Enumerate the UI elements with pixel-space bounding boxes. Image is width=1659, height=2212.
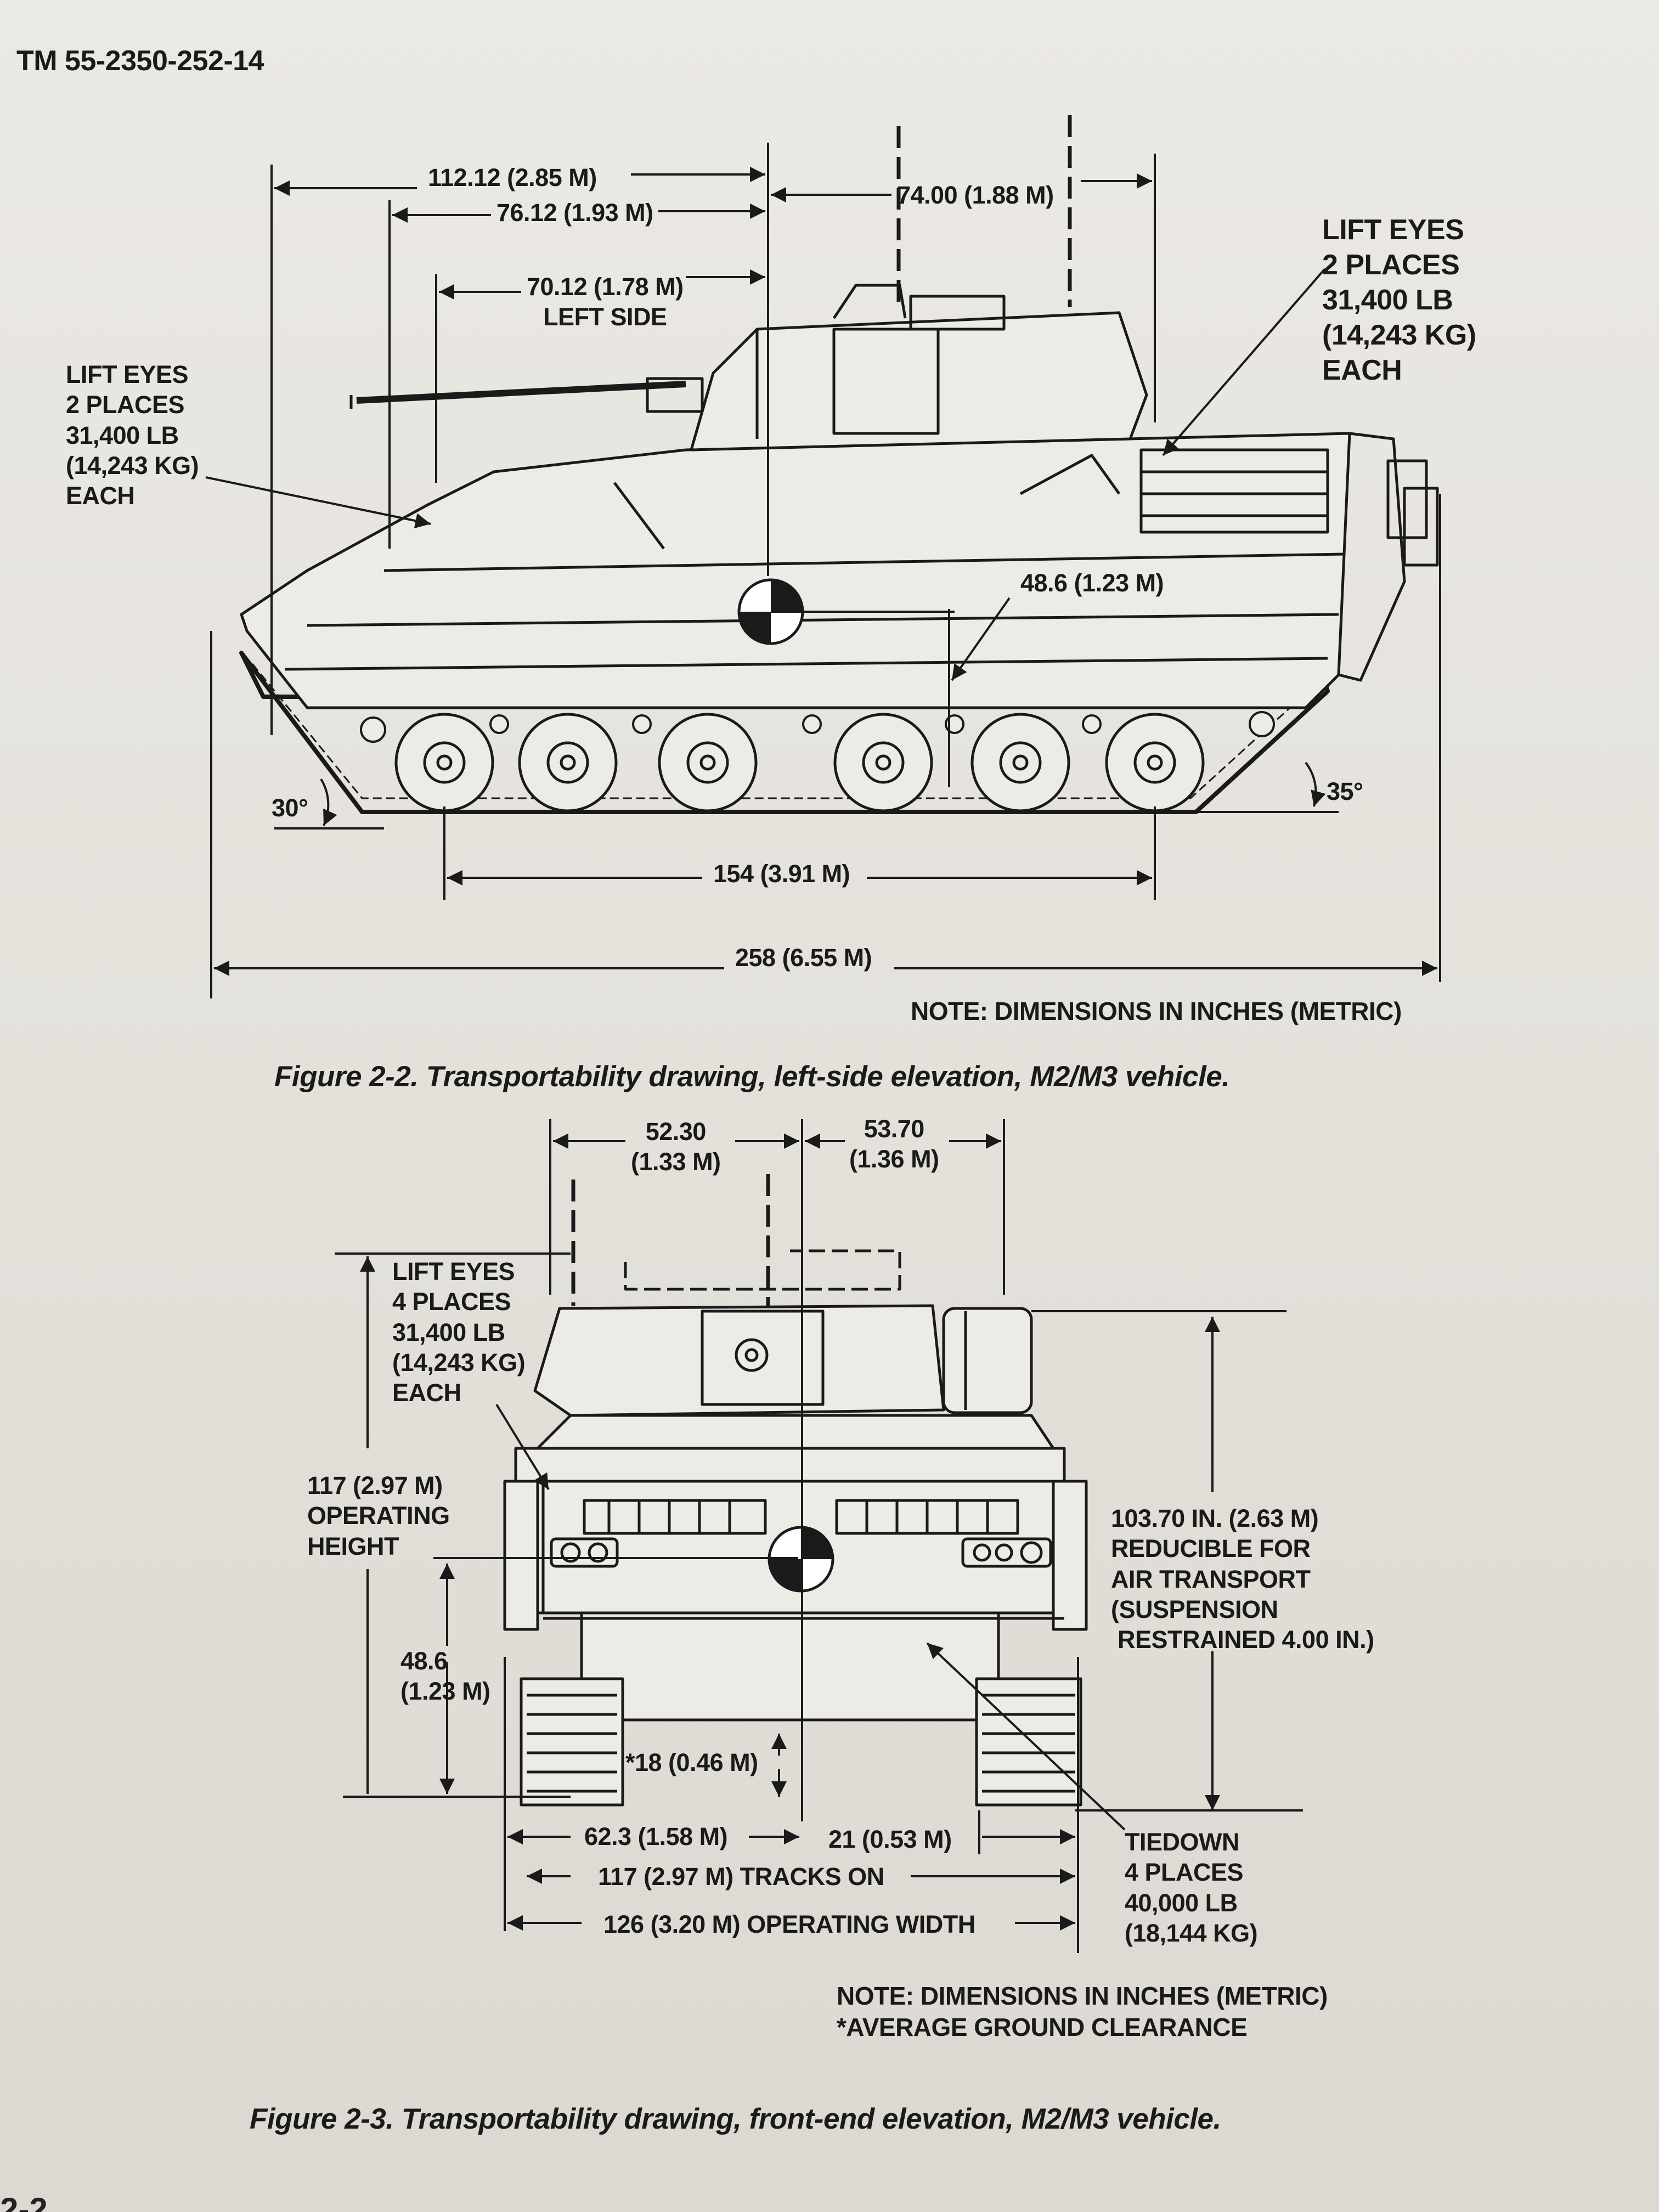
dim-left-side: 70.12 (1.78 M) LEFT SIDE (527, 273, 684, 331)
fig23-note: NOTE: DIMENSIONS IN INCHES (METRIC) *AVE… (837, 1982, 1328, 2041)
approach-angle: 30° (272, 794, 308, 822)
tiedown-label: TIEDOWN 4 PLACES 40,000 LB (18,144 KG) (1125, 1828, 1258, 1948)
lift-eyes-right-label: LIFT EYES 2 PLACES 31,400 LB (14,243 KG)… (1322, 214, 1476, 386)
dim-half-track: 62.3 (1.58 M) (584, 1822, 728, 1850)
fig22-caption: Figure 2-2. Transportability drawing, le… (274, 1060, 1230, 1093)
left-track (520, 1677, 624, 1807)
page-number: 2-2 (0, 2191, 48, 2212)
side-view-vehicle (239, 284, 1439, 814)
tracks-on-label: 117 (2.97 M) TRACKS ON (598, 1863, 884, 1891)
dim-left-half: 52.30 (1.33 M) (631, 1118, 721, 1176)
turret (690, 311, 1148, 452)
front-dimension-lines (335, 1119, 1303, 1953)
right-track (975, 1677, 1082, 1807)
cg-height-side: 48.6 (1.23 M) (1020, 569, 1164, 597)
hull (240, 432, 1351, 709)
dim-wheelbase: 154 (3.91 M) (713, 860, 850, 888)
lift-eyes-front-label: LIFT EYES 4 PLACES 31,400 LB (14,243 KG)… (392, 1257, 526, 1407)
cg-height-front: 48.6 (1.23 M) (400, 1647, 490, 1706)
operating-height-label: 117 (2.97 M) OPERATING HEIGHT (307, 1471, 450, 1560)
ground-clearance-label: *18 (0.46 M) (625, 1748, 758, 1776)
road-wheels (394, 713, 1205, 812)
fig22-note: NOTE: DIMENSIONS IN INCHES (METRIC) (911, 997, 1402, 1025)
lift-eyes-left-label: LIFT EYES 2 PLACES 31,400 LB (14,243 KG)… (66, 360, 199, 510)
side-dimension-lines (205, 115, 1441, 998)
dim-cg-to-rear: 74.00 (1.88 M) (897, 181, 1054, 209)
document-id: TM 55-2350-252-14 (16, 45, 264, 77)
main-gun (356, 381, 686, 404)
front-turret (533, 1304, 945, 1417)
air-transport-label: 103.70 IN. (2.63 M) REDUCIBLE FOR AIR TR… (1111, 1504, 1374, 1654)
dim-overall-length: 112.12 (2.85 M) (428, 163, 597, 191)
operating-width-label: 126 (3.20 M) OPERATING WIDTH (603, 1910, 975, 1938)
departure-angle: 35° (1327, 777, 1363, 805)
dim-front-to-cg: 76.12 (1.93 M) (496, 199, 653, 227)
fig23-caption: Figure 2-3. Transportability drawing, fr… (250, 2103, 1221, 2135)
dim-track-width: 21 (0.53 M) (828, 1825, 952, 1853)
dim-total-length: 258 (6.55 M) (735, 944, 872, 972)
dim-right-half: 53.70 (1.36 M) (849, 1115, 939, 1173)
